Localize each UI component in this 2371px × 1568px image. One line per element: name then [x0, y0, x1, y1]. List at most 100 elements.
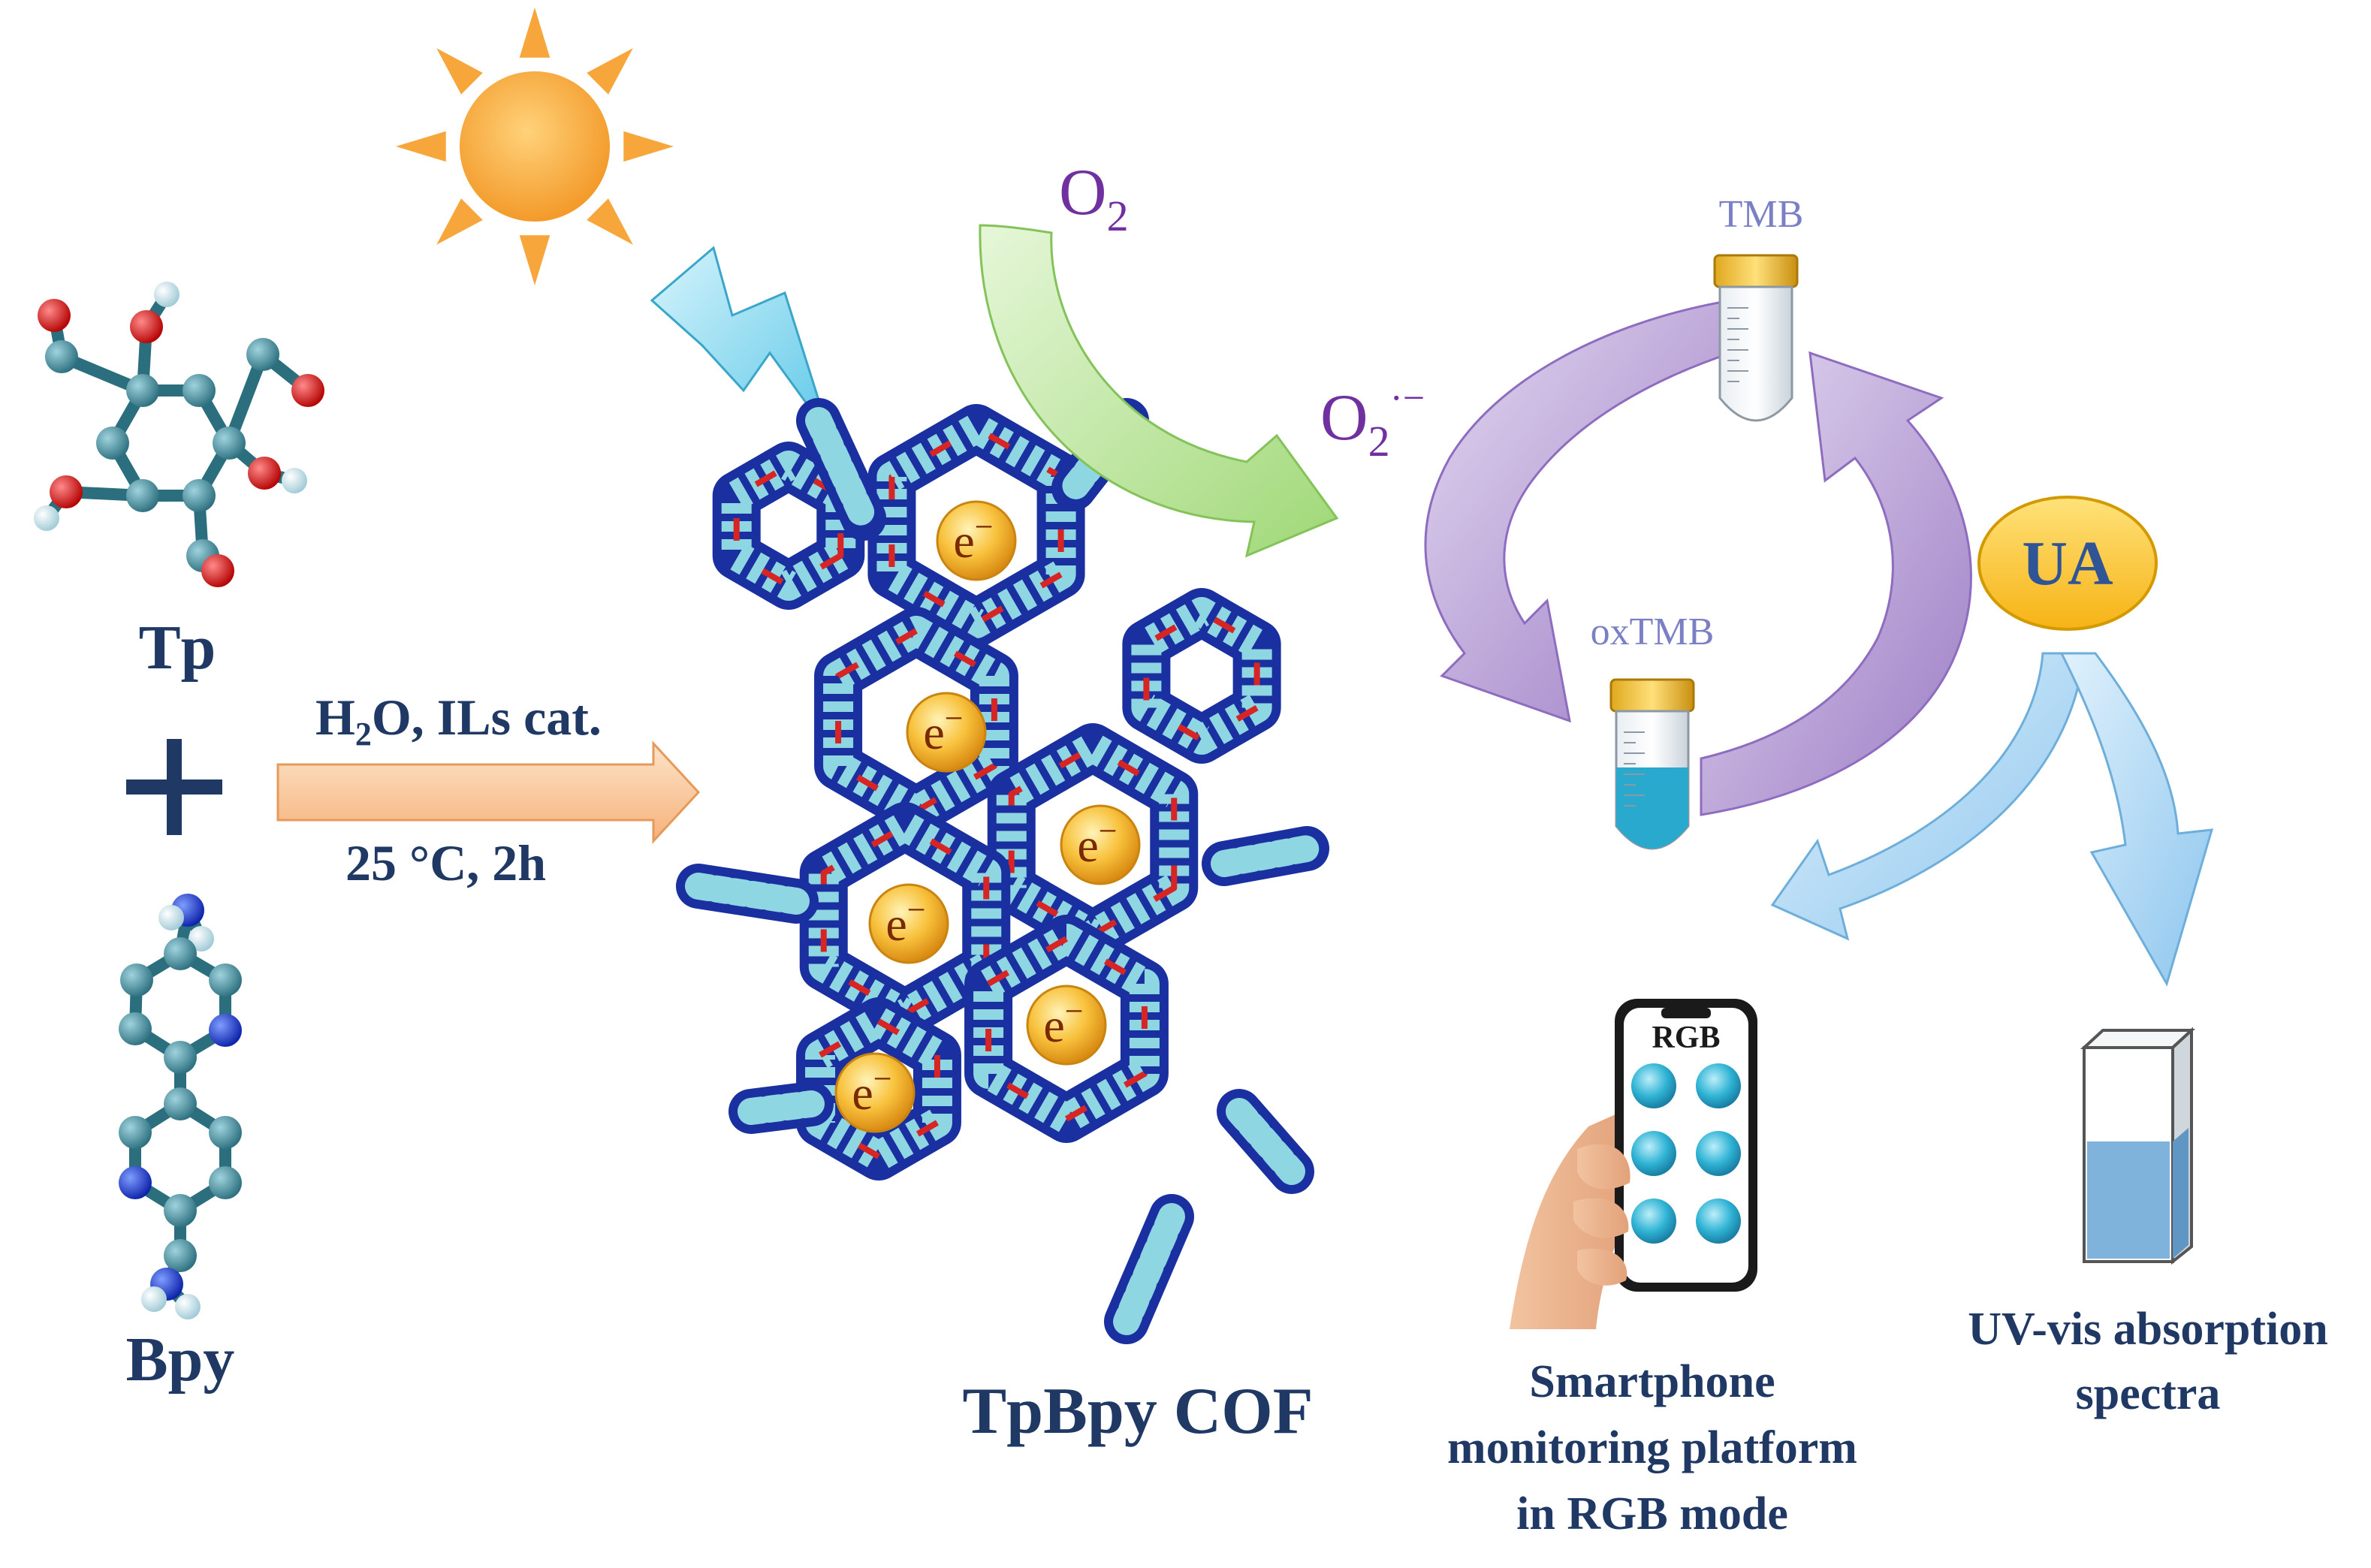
- cycle-arrow-oxidation: [1424, 299, 1733, 723]
- atom: [158, 905, 184, 930]
- atom: [164, 1087, 197, 1120]
- rgb-label: RGB: [1652, 1021, 1720, 1055]
- atom: [45, 340, 78, 373]
- atom: [183, 374, 216, 407]
- sun-ray: [623, 131, 674, 162]
- atom: [154, 282, 179, 307]
- ua-to-smartphone-arrow: [1770, 652, 2086, 941]
- cof-pore-accent: [820, 823, 990, 1017]
- atom: [189, 926, 214, 951]
- bpy-molecule: [119, 894, 242, 1319]
- atom: [164, 1041, 197, 1074]
- electron-label: e−: [923, 700, 963, 759]
- o2-label: O2: [1059, 156, 1129, 240]
- electron-sphere: [906, 692, 987, 773]
- atom: [209, 963, 242, 997]
- electron-sphere: [1060, 804, 1141, 885]
- atom: [248, 457, 281, 490]
- oxtmb-tube: [1609, 678, 1695, 850]
- atom: [183, 479, 216, 512]
- cof-pore-accent: [985, 936, 1148, 1122]
- smartphone-caption-line3: in RGB mode: [1516, 1488, 1788, 1539]
- uvvis-caption-line1: UV-vis absorption: [1968, 1304, 2327, 1355]
- cof-strut-stripes: [805, 407, 877, 532]
- atom: [120, 963, 153, 997]
- tp-molecule: [34, 282, 324, 587]
- tpbpy-cof-structure: e− e− e− e− e− e−: [676, 398, 1329, 1344]
- electron-sphere: [834, 1052, 916, 1133]
- electron-sphere: [868, 883, 949, 964]
- atom: [164, 1239, 197, 1272]
- atom: [96, 427, 129, 460]
- smartphone-illustration: [1510, 999, 1757, 1329]
- oxtmb-label: oxTMB: [1591, 611, 1715, 653]
- ua-to-uvvis-arrow: [2059, 652, 2214, 987]
- reaction-conditions-line2: 25 °C, 2h: [345, 834, 546, 891]
- superoxide-label: O2·−: [1320, 377, 1425, 466]
- ua-label: UA: [2022, 529, 2113, 599]
- sun-ray: [436, 198, 483, 245]
- electron-label: e−: [1043, 993, 1083, 1052]
- sun-ray: [587, 48, 633, 95]
- reaction-conditions-line1: H2O, ILs cat.: [315, 689, 602, 752]
- atom: [164, 1194, 197, 1227]
- ua-badge: [1977, 496, 2158, 631]
- cuvette-illustration: [2080, 1027, 2196, 1265]
- atom: [209, 1116, 242, 1149]
- atom: [119, 1166, 152, 1199]
- cof-pore-stripes: [721, 451, 856, 601]
- atom: [119, 1012, 152, 1045]
- sun-ray: [436, 48, 483, 95]
- electron-label: e−: [1077, 813, 1117, 872]
- cof-strut-stripes: [685, 873, 810, 915]
- electron-sphere: [936, 500, 1017, 581]
- atom: [291, 374, 324, 407]
- sun-ray: [519, 8, 551, 58]
- atom: [130, 310, 163, 343]
- uvvis-caption-line2: spectra: [2076, 1368, 2221, 1419]
- sun-icon: [396, 8, 674, 285]
- plus-sign: [126, 739, 222, 835]
- cof-strut-stripes: [1211, 835, 1320, 877]
- cof-pore-accent: [817, 1018, 940, 1159]
- cof-pore-accent: [1008, 744, 1178, 938]
- cof-strut-stripes: [738, 1090, 825, 1125]
- atom: [126, 479, 159, 512]
- atom: [209, 1166, 242, 1199]
- sun-ray: [396, 131, 446, 162]
- cof-label: TpBpy COF: [962, 1375, 1313, 1448]
- bpy-label: Bpy: [126, 1325, 235, 1395]
- atom: [201, 554, 234, 587]
- atom: [119, 1116, 152, 1149]
- tmb-tube: [1713, 254, 1799, 422]
- atom: [164, 937, 197, 970]
- cof-strut-stripes: [1113, 1203, 1185, 1335]
- atom: [209, 1014, 242, 1047]
- smartphone-caption-line1: Smartphone: [1529, 1356, 1775, 1407]
- synthesis-arrow: [276, 740, 701, 844]
- electron-label: e−: [885, 891, 925, 951]
- atom: [50, 475, 83, 508]
- atom: [141, 1286, 167, 1312]
- cof-strut-stripes: [1226, 1098, 1305, 1185]
- atom: [213, 427, 246, 460]
- oxygen-activation-arrow: [979, 224, 1339, 558]
- atom: [246, 338, 279, 371]
- electron-label: e−: [852, 1060, 891, 1120]
- atom: [38, 299, 71, 332]
- atom: [282, 468, 307, 493]
- cycle-arrow-reduction: [1700, 351, 1972, 816]
- atom: [175, 1294, 201, 1319]
- atom: [34, 505, 59, 531]
- atom: [126, 374, 159, 407]
- tp-label: Tp: [139, 613, 216, 683]
- sun-ray: [587, 198, 633, 245]
- electron-sphere: [1026, 985, 1107, 1066]
- electron-label: e−: [953, 508, 993, 568]
- smartphone-caption-line2: monitoring platform: [1447, 1422, 1857, 1473]
- cof-pore-stripes: [1131, 597, 1272, 755]
- sun-ray: [519, 235, 551, 285]
- tmb-label: TMB: [1719, 193, 1804, 236]
